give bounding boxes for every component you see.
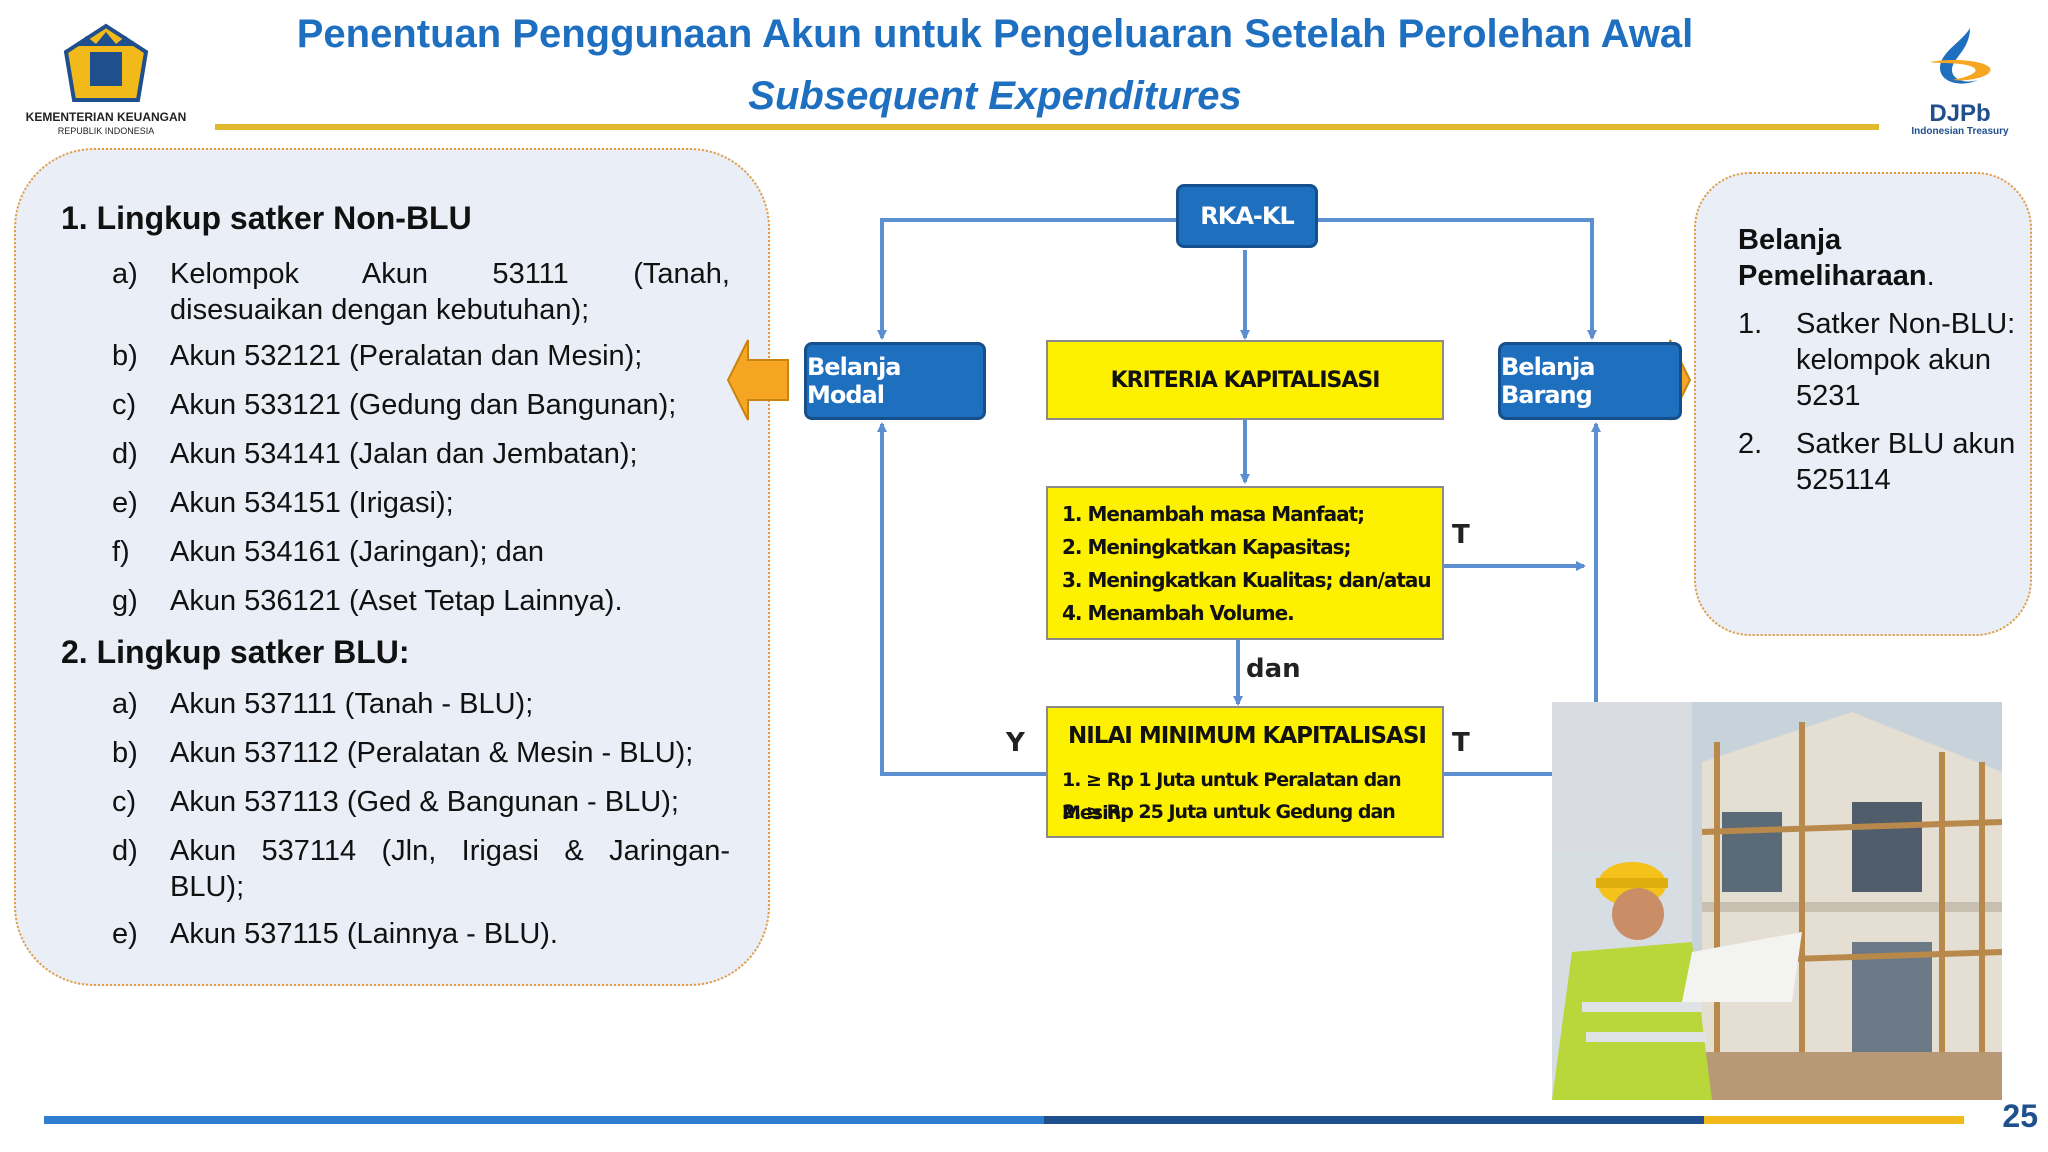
list-item-text: Akun 537115 (Lainnya - BLU). [170, 918, 558, 950]
nilai-minimum-box: NILAI MINIMUM KAPITALISASI 1. ≥ Rp 1 Jut… [1046, 706, 1444, 838]
criteria-list-box: 1. Menambah masa Manfaat; 2. Meningkatka… [1046, 486, 1444, 640]
dan-label: dan [1246, 654, 1301, 684]
list-item-text: Satker Non-BLU: kelompok akun 5231 [1796, 308, 2016, 412]
section-blu-heading: 2. Lingkup satker BLU: [61, 634, 410, 670]
list-item-label: e) [112, 918, 138, 950]
org-sub: REPUBLIK INDONESIA [57, 126, 155, 136]
nilai-item: 1. ≥ Rp 1 Juta untuk Peralatan dan Mesin… [1062, 769, 1402, 824]
arrow-left-icon [726, 339, 789, 421]
list-item-label: g) [112, 585, 138, 617]
list-item-label: a) [112, 688, 138, 720]
list-item-text: Akun 533121 (Gedung dan Bangunan); [170, 389, 677, 421]
maintenance-expenditure-panel: Belanja Pemeliharaan. 1. Satker Non-BLU:… [1694, 172, 2032, 636]
footer-bar [44, 1116, 1964, 1124]
list-item-text: Akun 537113 (Ged & Bangunan - BLU); [170, 786, 679, 818]
list-item-text: Akun 534151 (Irigasi); [170, 487, 454, 519]
djpb-swirl-icon [1930, 28, 1991, 84]
djpb-brand: DJPb [1929, 100, 1991, 127]
list-item-label: f) [112, 536, 130, 568]
criteria-item: 1. Menambah masa Manfaat; [1062, 502, 1365, 526]
djpb-logo: DJPb Indonesian Treasury [1900, 22, 2020, 142]
connector-rka-to-barang [1318, 218, 1597, 340]
list-item-label: b) [112, 340, 138, 372]
kemenkeu-logo: KEMENTERIAN KEUANGAN REPUBLIK INDONESIA [16, 22, 196, 142]
criteria-item: 4. Menambah Volume. [1062, 601, 1295, 625]
rka-kl-box: RKA-KL [1176, 184, 1318, 248]
header-divider [215, 124, 1879, 130]
list-item-text: Akun 537111 (Tanah - BLU); [170, 688, 534, 720]
construction-worker-photo [1552, 702, 2002, 1100]
y-label-nilai: Y [1006, 728, 1025, 758]
list-item-text: Akun 537114 (Jln, Irigasi & Jaringan- [170, 835, 730, 867]
list-item-label: a) [112, 258, 138, 290]
list-item-text: Akun 536121 (Aset Tetap Lainnya). [170, 585, 623, 617]
list-item-text: Satker BLU akun 525114 [1796, 428, 2016, 496]
list-item-text: Akun 532121 (Peralatan dan Mesin); [170, 340, 643, 372]
section-non-blu-heading: 1. Lingkup satker Non-BLU [61, 200, 472, 236]
maintenance-title-dot: . [1926, 260, 1935, 292]
list-item-label: 2. [1738, 428, 1763, 460]
page-title: Penentuan Penggunaan Akun untuk Pengelua… [296, 12, 1694, 56]
connector-nilai-y [877, 422, 1046, 776]
page-number: 25 [2002, 1098, 2038, 1134]
org-name: KEMENTERIAN KEUANGAN [25, 110, 187, 124]
djpb-tagline: Indonesian Treasury [1911, 126, 2009, 137]
page-subtitle: Subsequent Expenditures [748, 74, 1242, 118]
list-item-label: c) [112, 389, 137, 421]
kemenkeu-emblem-icon [63, 23, 149, 102]
list-item-label: d) [112, 438, 138, 470]
list-item-text: Kelompok Akun 53111 (Tanah, [170, 258, 730, 290]
maintenance-title-line1: Belanja [1738, 224, 1842, 256]
list-item-label: b) [112, 737, 138, 769]
list-item-text: disesuaikan dengan kebutuhan); [170, 294, 590, 326]
list-item-label: 1. [1738, 308, 1763, 340]
connector-rka-to-modal [877, 218, 1176, 340]
nilai-minimum-title: NILAI MINIMUM KAPITALISASI [1068, 723, 1427, 749]
kriteria-kapitalisasi-box: KRITERIA KAPITALISASI [1046, 340, 1444, 420]
criteria-item: 2. Meningkatkan Kapasitas; [1062, 535, 1351, 559]
criteria-item: 3. Meningkatkan Kualitas; dan/atau [1062, 568, 1432, 592]
list-item-label: c) [112, 786, 137, 818]
list-item-label: d) [112, 835, 138, 867]
belanja-barang-box: Belanja Barang [1498, 342, 1682, 420]
list-item-text: Akun 537112 (Peralatan & Mesin - BLU); [170, 737, 694, 769]
list-item-text: Akun 534141 (Jalan dan Jembatan); [170, 438, 638, 470]
t-label-criteria: T [1452, 520, 1470, 550]
list-item-label: e) [112, 487, 138, 519]
t-label-nilai: T [1452, 728, 1470, 758]
account-scope-panel: 1. Lingkup satker Non-BLU a) Kelompok Ak… [14, 148, 770, 986]
maintenance-title: Belanja Pemeliharaan. [1738, 222, 2018, 294]
list-item-text: BLU); [170, 871, 245, 903]
list-item-text: Akun 534161 (Jaringan); dan [170, 536, 545, 568]
belanja-modal-box: Belanja Modal [804, 342, 986, 420]
nilai-item: 2. ≥ Rp 25 Juta untuk Gedung dan [1062, 801, 1396, 823]
maintenance-title-line2: Pemeliharaan [1738, 260, 1927, 292]
